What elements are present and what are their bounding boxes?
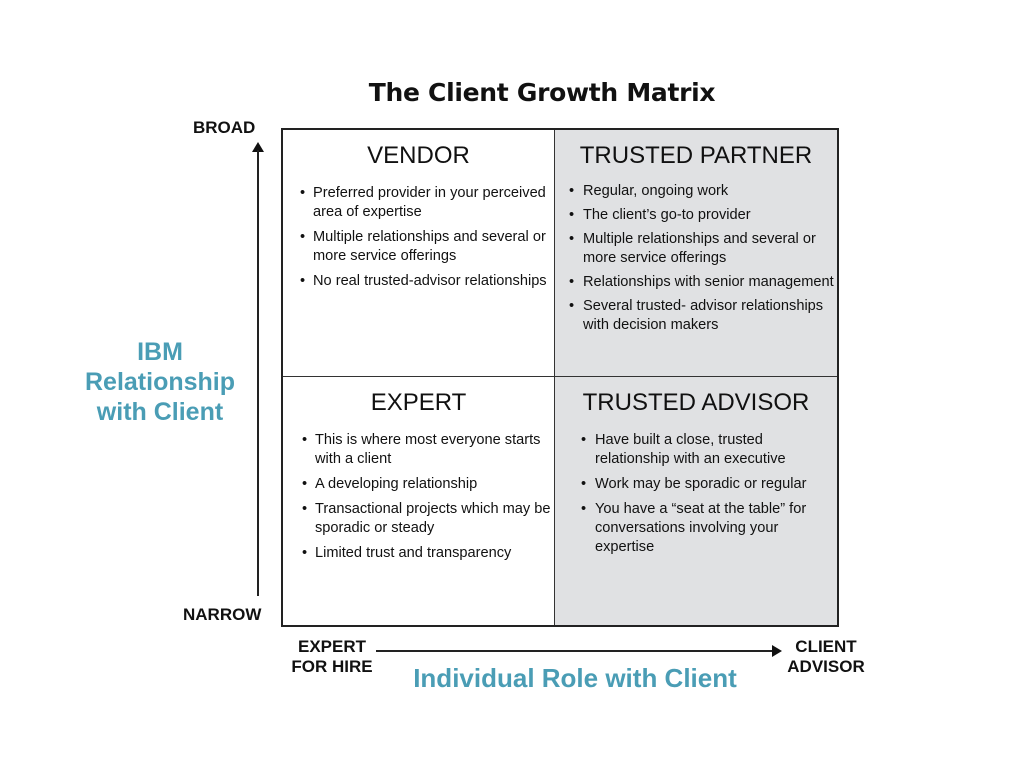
bullet-item: Work may be sporadic or regular	[555, 475, 837, 494]
quadrant-bullet-list: Preferred provider in your perceived are…	[283, 184, 554, 291]
x-axis-left-label-line: FOR HIRE	[291, 657, 373, 676]
y-axis-bottom-label: NARROW	[183, 605, 262, 624]
bullet-item: A developing relationship	[283, 475, 554, 494]
arrow-right-icon	[772, 645, 782, 657]
quadrant-expert: EXPERT This is where most everyone start…	[283, 377, 555, 625]
x-axis-title: Individual Role with Client	[413, 663, 737, 693]
bullet-item: The client’s go-to provider	[555, 206, 837, 225]
y-axis-arrow-line	[257, 150, 259, 596]
x-axis-arrow-line	[376, 650, 774, 652]
quadrant-heading: EXPERT	[370, 389, 467, 416]
x-axis-right-label: CLIENT ADVISOR	[780, 637, 872, 677]
x-axis-right-label-line: CLIENT	[795, 637, 857, 656]
x-axis-left-label-line: EXPERT	[297, 637, 367, 656]
quadrant-trusted-advisor: TRUSTED ADVISOR Have built a close, trus…	[555, 377, 837, 625]
y-axis-title-line: with Client	[96, 398, 224, 426]
bullet-item: Preferred provider in your perceived are…	[283, 184, 554, 222]
bullet-item: Have built a close, trusted relationship…	[555, 431, 837, 469]
y-axis-title: IBM Relationship with Client	[60, 337, 260, 427]
arrow-up-icon	[252, 142, 264, 152]
bullet-item: Relationships with senior management	[555, 273, 837, 292]
bullet-item: Multiple relationships and several or mo…	[555, 230, 837, 268]
quadrant-bullet-list: Regular, ongoing work The client’s go-to…	[555, 182, 837, 335]
bullet-item: Multiple relationships and several or mo…	[283, 228, 554, 266]
bullet-item: Regular, ongoing work	[555, 182, 837, 201]
y-axis-title-line: IBM	[137, 338, 183, 366]
quadrant-heading: TRUSTED ADVISOR	[582, 389, 810, 416]
x-axis-right-label-line: ADVISOR	[787, 657, 865, 676]
quadrant-vendor: VENDOR Preferred provider in your percei…	[283, 130, 555, 377]
growth-matrix: VENDOR Preferred provider in your percei…	[281, 128, 839, 627]
quadrant-trusted-partner: TRUSTED PARTNER Regular, ongoing work Th…	[555, 130, 837, 377]
bullet-item: Limited trust and transparency	[283, 544, 554, 563]
bullet-item: You have a “seat at the table” for conve…	[555, 500, 837, 557]
x-axis-left-label: EXPERT FOR HIRE	[282, 637, 382, 677]
bullet-item: Transactional projects which may be spor…	[283, 500, 554, 538]
bullet-item: No real trusted-advisor relationships	[283, 272, 554, 291]
bullet-item: Several trusted- advisor relationships w…	[555, 297, 837, 335]
y-axis-top-label: BROAD	[193, 118, 256, 137]
bullet-item: This is where most everyone starts with …	[283, 431, 554, 469]
quadrant-bullet-list: This is where most everyone starts with …	[283, 431, 554, 563]
quadrant-bullet-list: Have built a close, trusted relationship…	[555, 431, 837, 557]
diagram-title: The Client Growth Matrix	[368, 78, 716, 107]
quadrant-heading: TRUSTED PARTNER	[579, 142, 813, 169]
y-axis-title-line: Relationship	[84, 368, 235, 396]
quadrant-heading: VENDOR	[367, 142, 470, 169]
